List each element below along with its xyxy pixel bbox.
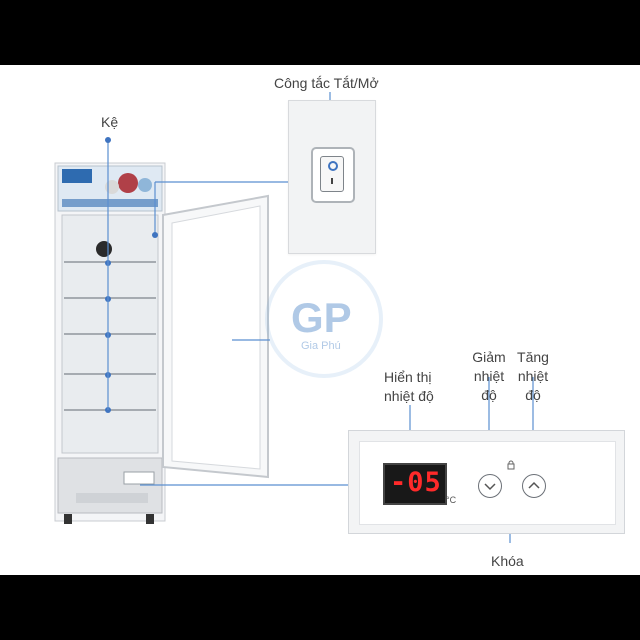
increase-label-line-3: độ [525, 387, 541, 403]
increase-label-line-2: nhiệt [517, 368, 549, 384]
lock-icon [506, 460, 516, 470]
watermark-logo: GP Gia Phú [265, 260, 383, 378]
lock-label: Khóa [491, 553, 524, 569]
fridge-illustration [54, 92, 534, 543]
chevron-down-icon [484, 483, 496, 491]
power-switch-panel [288, 100, 376, 254]
product-illustration: GP Gia Phú -05 °C Kệ Công tắc Tắt/Mở [0, 65, 640, 575]
display-label-line-1: Hiển thị [384, 369, 432, 385]
shelf-label: Kệ [101, 114, 119, 130]
temperature-display: -05 [383, 463, 447, 505]
display-label: Hiển thị nhiệt độ [384, 368, 434, 406]
decrease-temperature-button[interactable] [478, 474, 502, 498]
temperature-digits: -05 [390, 467, 442, 498]
control-panel: -05 °C [348, 430, 625, 534]
fridge-body [54, 162, 166, 524]
off-indicator-icon [331, 178, 333, 184]
brand-logo [62, 169, 92, 183]
display-label-line-2: nhiệt độ [384, 388, 434, 404]
on-indicator-icon [328, 161, 338, 171]
power-toggle-switch[interactable] [320, 156, 344, 192]
fridge-door [162, 194, 269, 479]
increase-label-line-1: Tăng [517, 349, 549, 365]
decrease-label-line-1: Giảm [472, 349, 506, 365]
watermark-text: Gia Phú [301, 340, 341, 352]
increase-label: Tăng nhiệt độ [510, 348, 556, 405]
switch-plate [311, 147, 355, 203]
temperature-unit: °C [446, 495, 457, 505]
power-switch-label: Công tắc Tắt/Mở [274, 75, 379, 91]
fan-icon [96, 241, 112, 257]
decrease-label-line-2: nhiệt [473, 368, 505, 384]
decrease-label-line-3: độ [481, 387, 497, 403]
decrease-label: Giảm nhiệt độ [466, 348, 512, 405]
increase-temperature-button[interactable] [522, 474, 546, 498]
chevron-up-icon [528, 481, 540, 489]
watermark-g-icon: GP [291, 294, 352, 341]
